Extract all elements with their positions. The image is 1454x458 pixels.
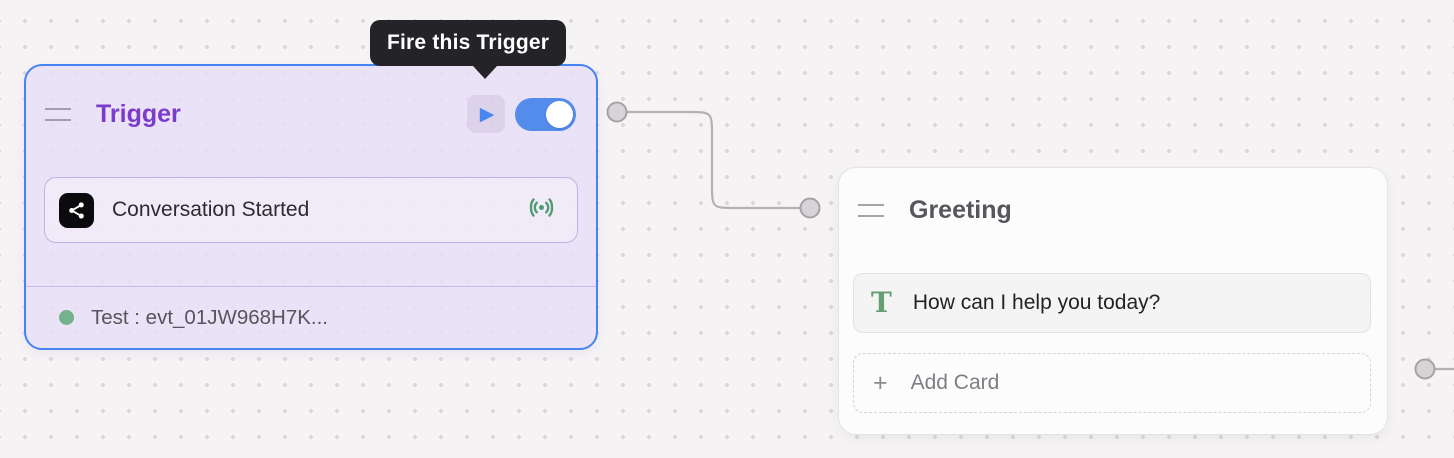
plus-icon: + [873,368,888,397]
drag-handle-icon[interactable] [45,107,71,121]
share-icon [59,192,94,228]
test-event-label: Test : evt_01JW968H7K... [91,305,329,329]
trigger-node-footer[interactable]: Test : evt_01JW968H7K... [26,286,596,348]
status-dot-icon [59,310,74,325]
play-icon: ▶ [479,102,495,125]
greeting-node[interactable]: Greeting T How can I help you today? + A… [838,167,1388,435]
trigger-enabled-toggle[interactable] [515,97,576,131]
greeting-input-port[interactable] [799,197,821,219]
text-card[interactable]: T How can I help you today? [853,273,1371,333]
greeting-node-title: Greeting [909,195,1012,224]
text-card-label: How can I help you today? [912,291,1161,314]
tooltip-label: Fire this Trigger [387,31,550,54]
fire-trigger-button[interactable]: ▶ [467,95,505,133]
greeting-node-header: Greeting [839,168,1387,225]
fire-trigger-tooltip: Fire this Trigger [370,20,567,79]
radio-icon [528,194,555,226]
conversation-started-card[interactable]: Conversation Started [44,177,578,243]
greeting-output-port[interactable] [1414,358,1436,380]
add-card-label: Add Card [910,371,1000,394]
conversation-started-label: Conversation Started [112,198,310,221]
toggle-knob [546,100,573,128]
trigger-node-header: Trigger ▶ [26,66,596,133]
connection-trigger-to-greeting [624,110,802,210]
text-icon: T [871,286,892,319]
trigger-node-title: Trigger [96,99,181,128]
drag-handle-icon[interactable] [858,203,884,217]
add-card-button[interactable]: + Add Card [853,353,1371,413]
trigger-node[interactable]: Trigger ▶ Conversation Started [24,64,598,350]
trigger-output-port[interactable] [606,101,628,123]
